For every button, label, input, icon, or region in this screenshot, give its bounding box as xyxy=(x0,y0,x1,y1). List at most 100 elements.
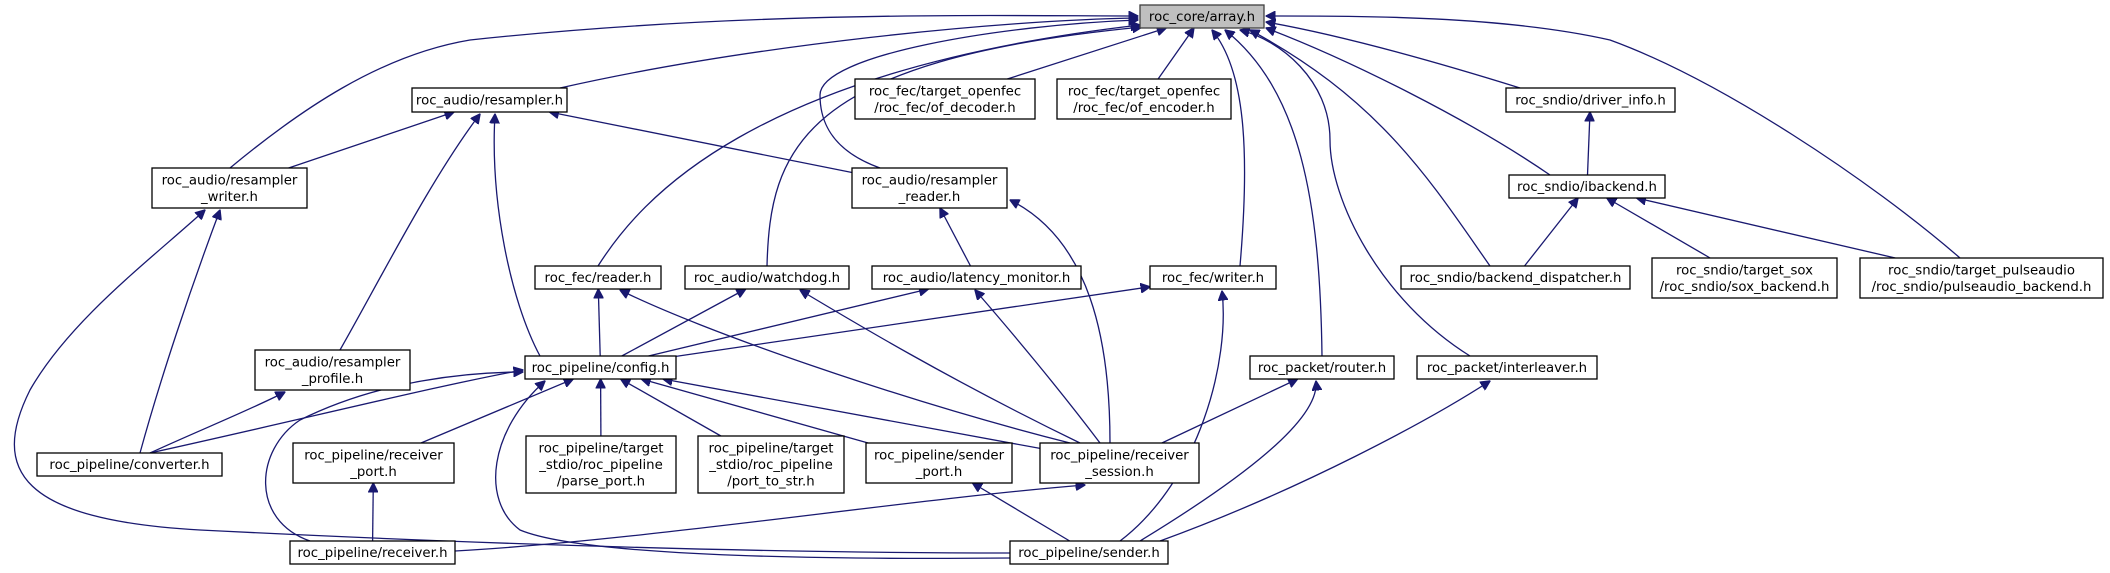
node-box[interactable] xyxy=(1416,355,1598,380)
node-box[interactable] xyxy=(854,78,1036,120)
node-box[interactable] xyxy=(851,167,1008,209)
node-label: roc_pipeline/receiver xyxy=(1050,448,1189,463)
node-sndio-sox-backend[interactable]: roc_sndio/target_sox/roc_sndio/sox_backe… xyxy=(1651,257,1838,299)
node-box[interactable] xyxy=(1249,355,1395,380)
node-label: /port_to_str.h xyxy=(727,475,814,490)
node-sndio-ibackend[interactable]: roc_sndio/ibackend.h xyxy=(1508,174,1666,199)
edges-layer xyxy=(13,16,1961,560)
node-box[interactable] xyxy=(1508,174,1666,199)
edge-sndio-ibackend-to-sndio-driver-info xyxy=(1588,112,1591,176)
node-label: roc_pipeline/target xyxy=(539,442,664,457)
node-label: roc_packet/router.h xyxy=(1258,361,1386,376)
edge-sndio-pulseaudio-backend-to-core-array xyxy=(1266,16,1961,259)
node-label: roc_audio/resampler xyxy=(162,173,298,188)
node-label: _stdio/roc_pipeline xyxy=(538,458,663,473)
edge-pipeline-sender-to-audio-resampler-writer xyxy=(13,210,1011,554)
node-box[interactable] xyxy=(534,265,662,290)
node-label: _stdio/roc_pipeline xyxy=(708,458,833,473)
edge-pipeline-sender-to-pipeline-config xyxy=(495,381,1011,560)
node-pipeline-receiver[interactable]: roc_pipeline/receiver.h xyxy=(289,540,456,565)
node-audio-watchdog[interactable]: roc_audio/watchdog.h xyxy=(684,265,850,290)
node-label: roc_pipeline/sender.h xyxy=(1018,546,1160,561)
edge-pipeline-config-to-audio-latency-monitor xyxy=(648,289,929,357)
node-audio-resampler-reader[interactable]: roc_audio/resampler _reader.h xyxy=(851,167,1008,209)
node-box[interactable] xyxy=(1400,265,1631,290)
node-audio-resampler-writer[interactable]: roc_audio/resampler_writer.h xyxy=(151,167,308,209)
edge-pipeline-receiver-session-to-audio-watchdog xyxy=(800,290,1081,444)
edge-fec-openfec-decoder-to-core-array xyxy=(1007,28,1166,80)
node-fec-openfec-decoder[interactable]: roc_fec/target_openfec/roc_fec/of_decode… xyxy=(854,78,1036,120)
node-pipeline-converter[interactable]: roc_pipeline/converter.h xyxy=(36,452,223,477)
node-label: roc_audio/resampler xyxy=(265,355,401,370)
node-sndio-pulseaudio-backend[interactable]: roc_sndio/target_pulseaudio/roc_sndio/pu… xyxy=(1859,257,2104,299)
node-label: roc_fec/target_openfec xyxy=(869,84,1021,99)
edge-sndio-pulseaudio-backend-to-sndio-ibackend xyxy=(1637,198,1896,259)
node-pipeline-config[interactable]: roc_pipeline/config.h xyxy=(524,355,677,380)
node-box[interactable] xyxy=(254,349,411,391)
edge-pipeline-config-to-fec-reader xyxy=(598,289,600,357)
edge-pipeline-receiver-port-to-pipeline-config xyxy=(420,379,573,444)
edge-pipeline-converter-to-pipeline-config xyxy=(149,370,523,454)
edge-packet-interleaver-to-core-array xyxy=(1240,30,1471,357)
node-box[interactable] xyxy=(1505,87,1676,113)
edge-fec-openfec-encoder-to-core-array xyxy=(1157,28,1194,80)
node-pipeline-port-to-str[interactable]: roc_pipeline/target_stdio/roc_pipeline/p… xyxy=(697,435,845,494)
node-sndio-backend-dispatcher[interactable]: roc_sndio/backend_dispatcher.h xyxy=(1400,265,1631,290)
node-audio-latency-monitor[interactable]: roc_audio/latency_monitor.h xyxy=(871,265,1082,290)
node-box[interactable] xyxy=(684,265,850,290)
node-box[interactable] xyxy=(525,435,677,494)
edge-pipeline-config-to-fec-writer xyxy=(675,287,1150,358)
edge-sndio-ibackend-to-core-array xyxy=(1266,28,1551,176)
node-label: _port.h xyxy=(915,465,963,480)
node-pipeline-receiver-session[interactable]: roc_pipeline/receiver_session.h xyxy=(1039,442,1200,484)
edge-pipeline-sender-to-packet-interleaver xyxy=(1159,381,1490,542)
node-audio-resampler[interactable]: roc_audio/resampler.h xyxy=(411,87,568,113)
node-pipeline-parse-port[interactable]: roc_pipeline/target_stdio/roc_pipeline/p… xyxy=(525,435,677,494)
node-box[interactable] xyxy=(289,540,456,565)
node-label: _reader.h xyxy=(898,190,961,205)
node-packet-router[interactable]: roc_packet/router.h xyxy=(1249,355,1395,380)
nodes-layer: roc_core/array.hroc_audio/resampler.hroc… xyxy=(36,4,2104,565)
node-label: /roc_fec/of_encoder.h xyxy=(1073,101,1214,116)
edge-pipeline-receiver-session-to-audio-resampler-reader xyxy=(1010,200,1111,444)
edge-fec-reader-to-core-array xyxy=(597,25,1140,267)
node-fec-writer[interactable]: roc_fec/writer.h xyxy=(1149,265,1277,290)
edge-sndio-backend-dispatcher-to-core-array xyxy=(1250,30,1491,267)
node-packet-interleaver[interactable]: roc_packet/interleaver.h xyxy=(1416,355,1598,380)
node-box[interactable] xyxy=(871,265,1082,290)
node-box[interactable] xyxy=(1056,78,1232,120)
node-label: /roc_fec/of_decoder.h xyxy=(874,101,1015,116)
node-box[interactable] xyxy=(524,355,677,380)
node-box[interactable] xyxy=(292,442,455,484)
edge-pipeline-converter-to-audio-resampler-profile xyxy=(149,392,285,454)
edge-audio-resampler-to-core-array xyxy=(559,18,1138,89)
node-sndio-driver-info[interactable]: roc_sndio/driver_info.h xyxy=(1505,87,1676,113)
node-label: roc_audio/resampler xyxy=(862,173,998,188)
node-label: /parse_port.h xyxy=(557,475,645,490)
node-label: roc_audio/watchdog.h xyxy=(694,271,840,286)
node-core-array[interactable]: roc_core/array.h xyxy=(1139,4,1265,29)
node-label: roc_pipeline/receiver xyxy=(304,448,443,463)
node-pipeline-sender[interactable]: roc_pipeline/sender.h xyxy=(1009,540,1169,565)
node-box[interactable] xyxy=(1651,257,1838,299)
node-box[interactable] xyxy=(411,87,568,113)
node-pipeline-receiver-port[interactable]: roc_pipeline/receiver_port.h xyxy=(292,442,455,484)
edge-pipeline-port-to-str-to-pipeline-config xyxy=(621,379,722,437)
node-box[interactable] xyxy=(1149,265,1277,290)
node-pipeline-sender-port[interactable]: roc_pipeline/sender_port.h xyxy=(865,442,1013,484)
node-box[interactable] xyxy=(697,435,845,494)
node-box[interactable] xyxy=(865,442,1013,484)
edge-pipeline-receiver-session-to-fec-reader xyxy=(620,290,1071,444)
edge-audio-latency-monitor-to-audio-resampler-reader xyxy=(940,208,972,267)
node-box[interactable] xyxy=(36,452,223,477)
node-fec-openfec-encoder[interactable]: roc_fec/target_openfec/roc_fec/of_encode… xyxy=(1056,78,1232,120)
node-fec-reader[interactable]: roc_fec/reader.h xyxy=(534,265,662,290)
node-box[interactable] xyxy=(151,167,308,209)
node-box[interactable] xyxy=(1039,442,1200,484)
node-box[interactable] xyxy=(1009,540,1169,565)
node-box[interactable] xyxy=(1139,4,1265,29)
node-box[interactable] xyxy=(1859,257,2104,299)
node-label: roc_core/array.h xyxy=(1149,10,1255,25)
node-audio-resampler-profile[interactable]: roc_audio/resampler_profile.h xyxy=(254,349,411,391)
